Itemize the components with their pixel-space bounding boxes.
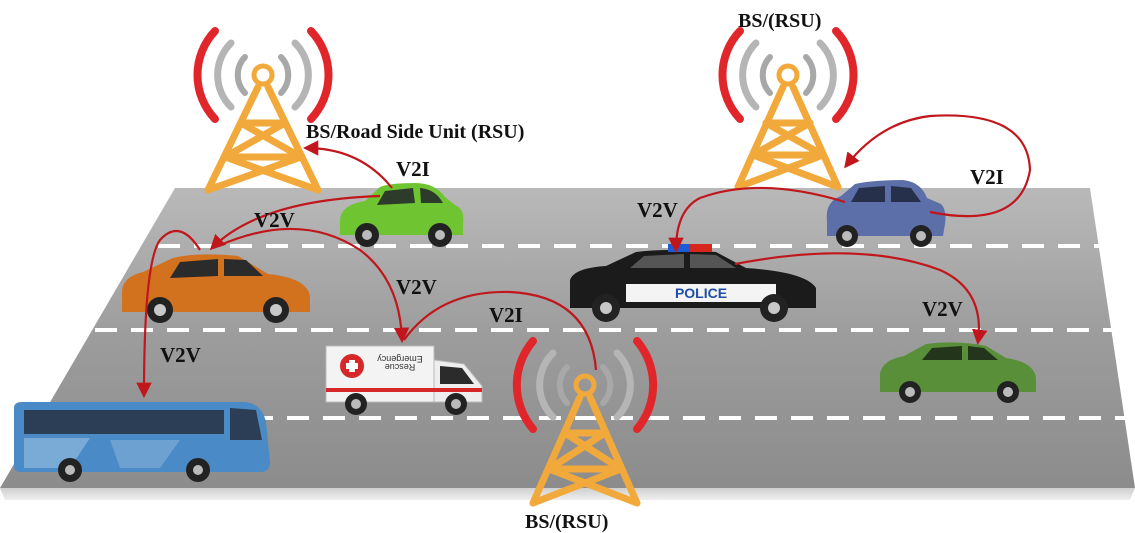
tower-icon [193, 27, 333, 194]
bus-icon [14, 402, 270, 482]
car-icon-dark-green [880, 342, 1036, 403]
communication-links [136, 114, 1032, 399]
label-bs-rsu-top-left: BS/Road Side Unit (RSU) [306, 121, 524, 143]
v2i-link-center [403, 290, 598, 371]
signal-waves-icon [718, 27, 858, 123]
tower-icon [512, 337, 658, 507]
v2v-link-right [734, 252, 988, 346]
v2v-link-center-right [668, 186, 846, 254]
car-icon-orange [122, 254, 310, 323]
v2v-link-upper-left [209, 194, 381, 251]
v2i-link-right [844, 114, 1032, 218]
v2i-link-top-left [302, 140, 393, 189]
label-v2v-upper-left: V2V [254, 208, 295, 232]
label-v2i-right: V2I [970, 165, 1004, 189]
police-text: POLICE [675, 285, 727, 301]
tower-icon [718, 27, 858, 191]
label-v2i-top-left: V2I [396, 157, 430, 181]
label-bs-rsu-bottom: BS/(RSU) [525, 511, 608, 533]
v2v-link-center-left [217, 227, 410, 344]
label-bs-rsu-top-right: BS/(RSU) [738, 10, 821, 32]
v2v-link-lower-left [136, 229, 201, 399]
road [0, 188, 1135, 500]
label-v2v-center-right: V2V [637, 198, 678, 222]
label-v2v-center-left: V2V [396, 275, 437, 299]
ambulance-text-line2: Rescue [385, 362, 416, 372]
car-icon-blue [826, 180, 946, 247]
label-v2v-right: V2V [922, 297, 963, 321]
ambulance-icon: Emergency Rescue [325, 345, 483, 415]
ambulance-text-line1: Emergency [377, 354, 423, 364]
signal-waves-icon [193, 27, 333, 123]
label-v2i-center: V2I [489, 303, 523, 327]
labels: BS/Road Side Unit (RSU) BS/(RSU) BS/(RSU… [160, 10, 1004, 533]
label-v2v-lower-left: V2V [160, 343, 201, 367]
signal-waves-icon [512, 337, 658, 433]
